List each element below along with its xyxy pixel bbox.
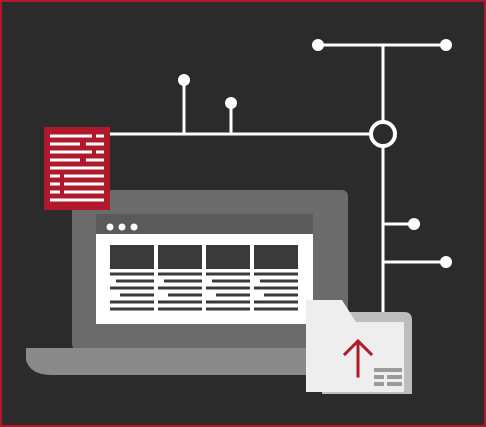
laptop-base [26, 348, 340, 375]
folder-icon [306, 300, 412, 394]
network-node [440, 39, 452, 51]
folder-mini-table-icon [374, 368, 402, 386]
network-node [225, 97, 237, 109]
content-card [110, 245, 154, 311]
card-header [158, 245, 202, 269]
card-header [206, 245, 250, 269]
window-dot [118, 223, 126, 231]
network-node [178, 74, 190, 86]
network-node [312, 39, 324, 51]
document-icon [44, 127, 110, 210]
laptop-icon [26, 190, 348, 375]
content-card [206, 245, 250, 311]
network-nodes [178, 39, 452, 268]
window-title-bar [96, 214, 313, 234]
network-hub-icon [369, 120, 397, 148]
upload-arrow-icon [342, 338, 374, 378]
card-header [110, 245, 154, 269]
window-dot [106, 223, 114, 231]
card-header [254, 245, 298, 269]
network-node [408, 218, 420, 230]
content-card [254, 245, 298, 311]
network-node [440, 256, 452, 268]
window-dot [130, 223, 138, 231]
content-card [158, 245, 202, 311]
